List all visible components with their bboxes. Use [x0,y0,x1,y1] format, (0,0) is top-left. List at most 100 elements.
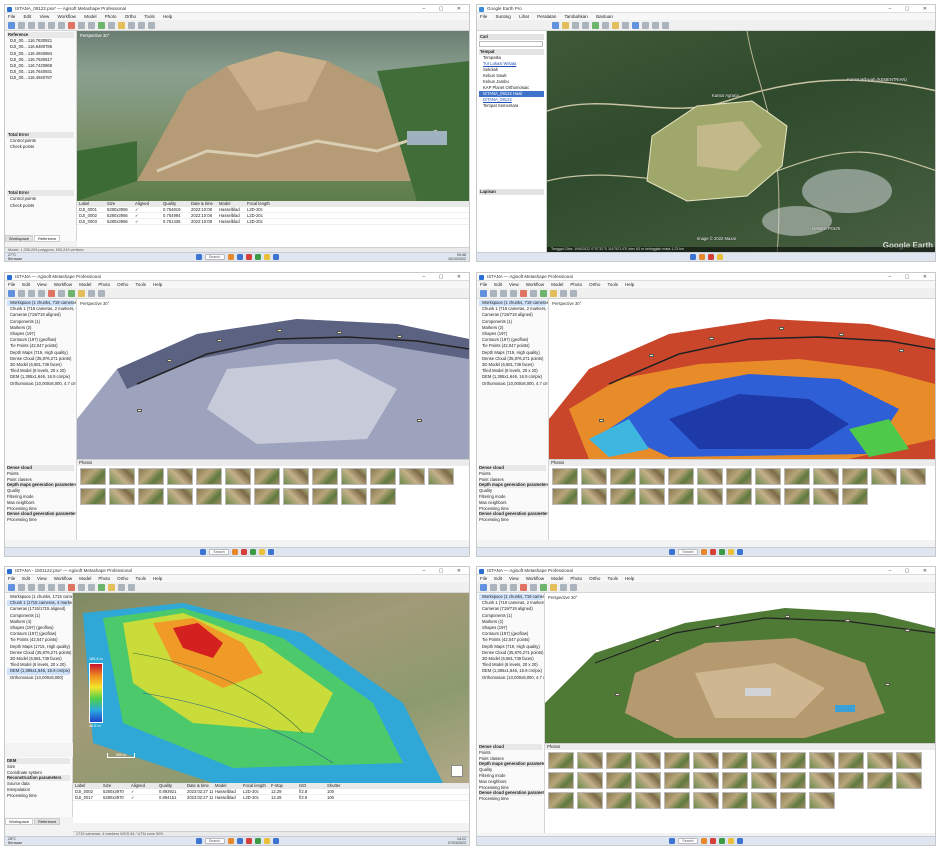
metashape-icon[interactable] [737,549,743,555]
tree-item[interactable]: Orthomosaic (10,000x8,000, 4.7 cm/pix) [10,380,77,386]
zoom-in-icon[interactable] [78,21,85,29]
photo-thumbnail[interactable] [635,792,661,809]
model-view[interactable]: Perspective 30° [77,299,469,459]
menu-workflow[interactable]: Workflow [53,282,73,287]
tree-item[interactable]: DEM (1,395x1,646, 16.9 cm/pix) [10,374,71,380]
camera-marker[interactable] [599,419,604,422]
photo-thumbnail[interactable] [610,468,636,485]
menu-edit[interactable]: Edit [23,14,32,19]
tree-item[interactable]: Dense Cloud (35,876,271 points) [482,355,544,361]
places-item[interactable]: KAP Planet Orthomosaic [483,85,530,90]
menu-workflow[interactable]: Workflow [53,576,73,581]
photo-thumbnail[interactable] [780,792,806,809]
save-icon[interactable] [490,583,497,591]
tree-item[interactable]: Tie Points (42,047 points) [10,343,58,349]
tree-item[interactable]: Orthomosaic (10,000x8,000, 4.7 cm/pix) [482,380,549,386]
tree-item[interactable]: DEM (1,395x1,646, 16.9 cm/pix) [482,668,543,674]
photo-thumbnail[interactable] [664,792,690,809]
tree-item[interactable]: Cameras (1715/1715 aligned) [10,606,66,612]
chrome-icon[interactable] [245,254,252,260]
save-icon[interactable] [18,583,25,591]
camera-marker[interactable] [839,333,844,336]
marker-icon[interactable] [550,289,557,297]
metashape-icon[interactable] [737,838,743,844]
col-date[interactable]: Date & time [191,201,213,206]
photo-thumbnail[interactable] [80,488,106,505]
save-icon[interactable] [490,289,497,297]
camera-marker[interactable] [709,337,714,340]
tree-item[interactable]: Markers (2) [482,618,504,624]
photo-thumbnail[interactable] [751,792,777,809]
tree-item[interactable]: Shapes (197) [482,331,508,337]
google-earth-icon[interactable] [728,549,734,555]
menu-workflow[interactable]: Workflow [57,14,76,19]
search-input[interactable] [479,41,543,47]
tab-workspace[interactable]: Workspace [5,235,33,242]
photo-thumbnail[interactable] [370,468,396,485]
redo-icon[interactable] [38,21,45,29]
camera-marker[interactable] [655,639,660,642]
menu-tools[interactable]: Peralatan [537,14,557,19]
photo-thumbnail[interactable] [167,488,193,505]
photo-thumbnail[interactable] [577,792,603,809]
menu-help[interactable]: Help [624,576,635,581]
photo-thumbnail[interactable] [780,772,806,789]
navigation-icon[interactable] [540,289,547,297]
menu-help[interactable]: Help [162,14,173,19]
window-controls[interactable]: – ▢ ✕ [888,568,933,574]
taskbar-search[interactable]: Search [204,254,225,260]
map-label[interactable]: MABES POLRI [812,226,841,231]
col-quality[interactable]: Quality [159,783,173,788]
photo-thumbnail[interactable] [109,468,135,485]
tree-item[interactable]: Workspace (1 chunks, 1715 cameras) [10,594,73,599]
photo-thumbnail[interactable] [548,772,574,789]
windows-start-icon[interactable] [669,838,675,844]
photo-thumbnail[interactable] [138,488,164,505]
reference-row[interactable]: DJI_00... 116.6480786 [10,44,53,50]
tree-item[interactable]: Chunk 1 (1715 cameras, 4 markers) [7,600,72,607]
photo-thumbnail[interactable] [606,772,632,789]
marker-icon[interactable] [550,583,557,591]
menu-help[interactable]: Help [624,282,635,287]
photo-thumbnail[interactable] [780,752,806,769]
file-explorer-icon[interactable] [701,549,707,555]
photo-thumbnail[interactable] [138,468,164,485]
dem-view[interactable]: 185.4 m 46.5 m 350 m [73,593,469,783]
check-points-row-2[interactable]: Check points [10,202,35,208]
zoom-in-icon[interactable] [78,583,85,591]
menu-file[interactable]: File [480,282,488,287]
photo-thumbnail[interactable] [399,468,425,485]
menu-model[interactable]: Model [551,282,564,287]
menu-tools[interactable]: Tools [607,576,618,581]
photo-thumbnail[interactable] [867,752,893,769]
camera-marker[interactable] [899,349,904,352]
map-label[interactable]: Kantor Wilayah (KEMENTRIAN) [847,77,907,82]
photo-thumbnail[interactable] [722,792,748,809]
rectangle-select-icon[interactable] [58,583,65,591]
photo-thumbnail[interactable] [813,468,839,485]
placemark-icon[interactable] [562,21,569,29]
chrome-icon[interactable] [710,549,716,555]
google-earth-icon[interactable] [259,549,265,555]
tree-item[interactable]: Cameras (719/719 aligned) [482,606,533,612]
select-icon[interactable] [510,289,517,297]
photo-thumbnail[interactable] [225,468,251,485]
photo-thumbnail[interactable] [548,792,574,809]
excel-icon[interactable] [250,549,256,555]
menu-tools[interactable]: Tools [144,14,155,19]
model-view[interactable]: Perspective 30° [545,593,935,743]
camera-marker[interactable] [615,693,620,696]
menu-view[interactable]: View [509,282,519,287]
metashape-icon[interactable] [272,254,279,260]
camera-marker[interactable] [417,419,422,422]
photo-thumbnail[interactable] [809,752,835,769]
planet-icon[interactable] [632,21,639,29]
print-icon[interactable] [662,21,669,29]
photo-thumbnail[interactable] [635,772,661,789]
window-controls[interactable]: – ▢ ✕ [422,568,467,574]
photo-thumbnail[interactable] [196,488,222,505]
camera-marker[interactable] [337,331,342,334]
photo-thumbnail[interactable] [726,468,752,485]
photo-thumbnail[interactable] [722,772,748,789]
